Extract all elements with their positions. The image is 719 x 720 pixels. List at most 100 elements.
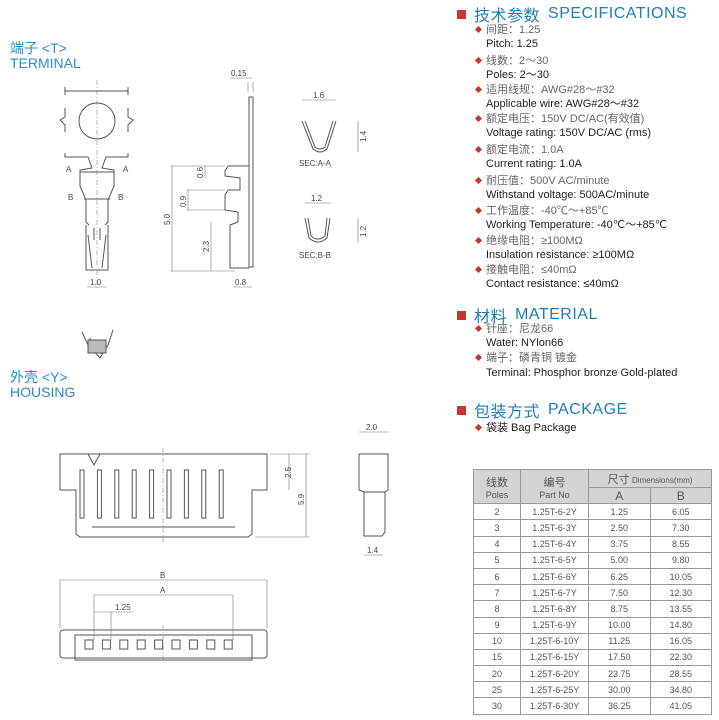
spec-en: Pitch: 1.25 <box>486 38 538 50</box>
material-heading: 材料 MATERIAL <box>457 303 598 327</box>
contact-cavity <box>223 639 233 650</box>
cell-poles: 9 <box>473 616 521 634</box>
bullet-diamond-icon <box>474 176 483 185</box>
cell-a: 11.25 <box>588 632 651 650</box>
spec-cn: 线数：2～30 <box>486 55 549 67</box>
bullet-diamond-icon <box>474 353 483 362</box>
spec-cn: 适用线规：AWG#28～#32 <box>486 84 615 96</box>
contact-cavity <box>136 639 146 650</box>
section-a-a: 1.6 1.4 SEC:A-A <box>299 91 368 168</box>
cell-a: 6.25 <box>588 567 651 586</box>
cell-part-no: 1.25T-6-2Y <box>520 503 589 521</box>
specifications-title-cn: 技术参数 <box>474 8 541 25</box>
dim-height: 5.0 <box>163 213 172 225</box>
cell-poles: 4 <box>473 535 521 553</box>
section-b-b: 1.2 1.2 SEC:B-B <box>299 194 368 260</box>
spec-cn: 工作温度：-40℃～+85℃ <box>486 205 609 217</box>
specifications-heading: 技术参数 SPECIFICATIONS <box>457 2 687 26</box>
package-title-cn: 包装方式 <box>474 404 541 421</box>
housing-slot <box>166 469 172 519</box>
cell-b: 22.30 <box>649 648 712 667</box>
section-marker-a-left: A <box>66 165 72 174</box>
cell-poles: 5 <box>473 551 521 569</box>
specifications-title-en: SPECIFICATIONS <box>548 5 688 22</box>
cell-b: 41.05 <box>649 697 712 715</box>
housing-slot <box>131 469 137 519</box>
package-item: 袋装 Bag Package <box>474 421 577 435</box>
cell-b: 14.80 <box>649 616 712 634</box>
cell-a: 5.00 <box>588 551 651 569</box>
cell-a: 30.00 <box>588 681 651 699</box>
cell-part-no: 1.25T-6-15Y <box>520 648 589 667</box>
header-poles-cn: 线数 <box>486 476 508 489</box>
material-cn: 端子：磷青铜 镀金 <box>486 352 578 364</box>
cell-a: 36.25 <box>588 697 651 715</box>
spec-cn: 额定电流：1.0A <box>486 144 564 156</box>
cell-part-no: 1.25T-6-3Y <box>520 519 589 537</box>
bullet-diamond-icon <box>474 145 483 154</box>
spec-cn: 耐压值：500V AC/minute <box>486 175 610 187</box>
spec-en: Applicable wire: AWG#28～#32 <box>486 98 640 110</box>
dim-sec-b-width: 1.2 <box>311 194 323 203</box>
cell-a: 7.50 <box>588 584 651 602</box>
cell-a: 17.50 <box>588 648 651 667</box>
header-part-cn: 编号 <box>543 476 566 489</box>
header-part-en: Part No <box>539 489 570 500</box>
spec-item: 工作温度：-40℃～+85℃ <box>474 204 609 218</box>
header-a: A <box>588 486 651 505</box>
cell-a: 23.75 <box>588 665 651 683</box>
spec-item: 线数：2～30 <box>474 54 549 68</box>
dim-sec-a-height: 1.4 <box>359 130 368 142</box>
cell-poles: 20 <box>473 665 521 683</box>
cell-poles: 30 <box>473 697 521 715</box>
cell-b: 10.05 <box>649 567 712 586</box>
cell-part-no: 1.25T-6-4Y <box>520 535 589 553</box>
header-dim-cn: 尺寸 <box>607 473 630 486</box>
spec-en: Withstand voltage: 500AC/minute <box>486 189 650 201</box>
terminal-iso-view <box>81 329 114 359</box>
spec-en: Current rating: 1.0A <box>486 158 582 170</box>
housing-slot <box>218 469 224 519</box>
terminal-title: 端子 <T> TERMINAL <box>10 41 81 71</box>
cell-a: 2.50 <box>588 519 651 537</box>
spec-cn: 接触电阻：≤40mΩ <box>486 264 577 276</box>
terminal-side-view: 0.15 5.0 0.6 0.9 2.3 0.8 <box>163 69 254 288</box>
spec-item: 额定电压：150V DC/AC(有效值) <box>474 112 645 126</box>
heading-square-icon <box>457 310 466 320</box>
bullet-diamond-icon <box>474 324 483 333</box>
spec-en: Contact resistance: ≤40mΩ <box>486 278 619 290</box>
cell-part-no: 1.25T-6-9Y <box>520 616 589 634</box>
package-title-en: PACKAGE <box>548 401 628 418</box>
cell-b: 8.55 <box>649 535 712 553</box>
dim-d1: 0.6 <box>196 166 205 178</box>
housing-slot <box>96 469 102 519</box>
dim-d3: 2.3 <box>202 240 211 252</box>
cell-b: 13.55 <box>649 600 712 618</box>
contact-cavity <box>84 639 94 650</box>
bullet-diamond-icon <box>474 423 483 432</box>
spec-item: 间距：1.25 <box>474 23 541 37</box>
dim-housing-h2: 5.9 <box>297 493 306 505</box>
cell-b: 16.05 <box>649 632 712 650</box>
spec-cn: 间距：1.25 <box>486 24 541 36</box>
dim-terminal-width: 1.0 <box>90 278 102 287</box>
cell-poles: 2 <box>473 503 521 521</box>
material-title-cn: 材料 <box>474 309 508 326</box>
dim-thickness: 0.15 <box>231 69 247 78</box>
spec-cn: 额定电压：150V DC/AC(有效值) <box>486 113 645 125</box>
spec-cn: 绝缘电阻：≥100MΩ <box>486 235 583 247</box>
dim-housing-depth: 2.0 <box>366 423 378 432</box>
material-en: Water: NYlon66 <box>486 337 564 349</box>
cell-poles: 10 <box>473 632 521 650</box>
terminal-front-view: A A B B 1.0 <box>59 80 134 290</box>
cell-poles: 25 <box>473 681 521 699</box>
cell-part-no: 1.25T-6-25Y <box>520 681 589 699</box>
